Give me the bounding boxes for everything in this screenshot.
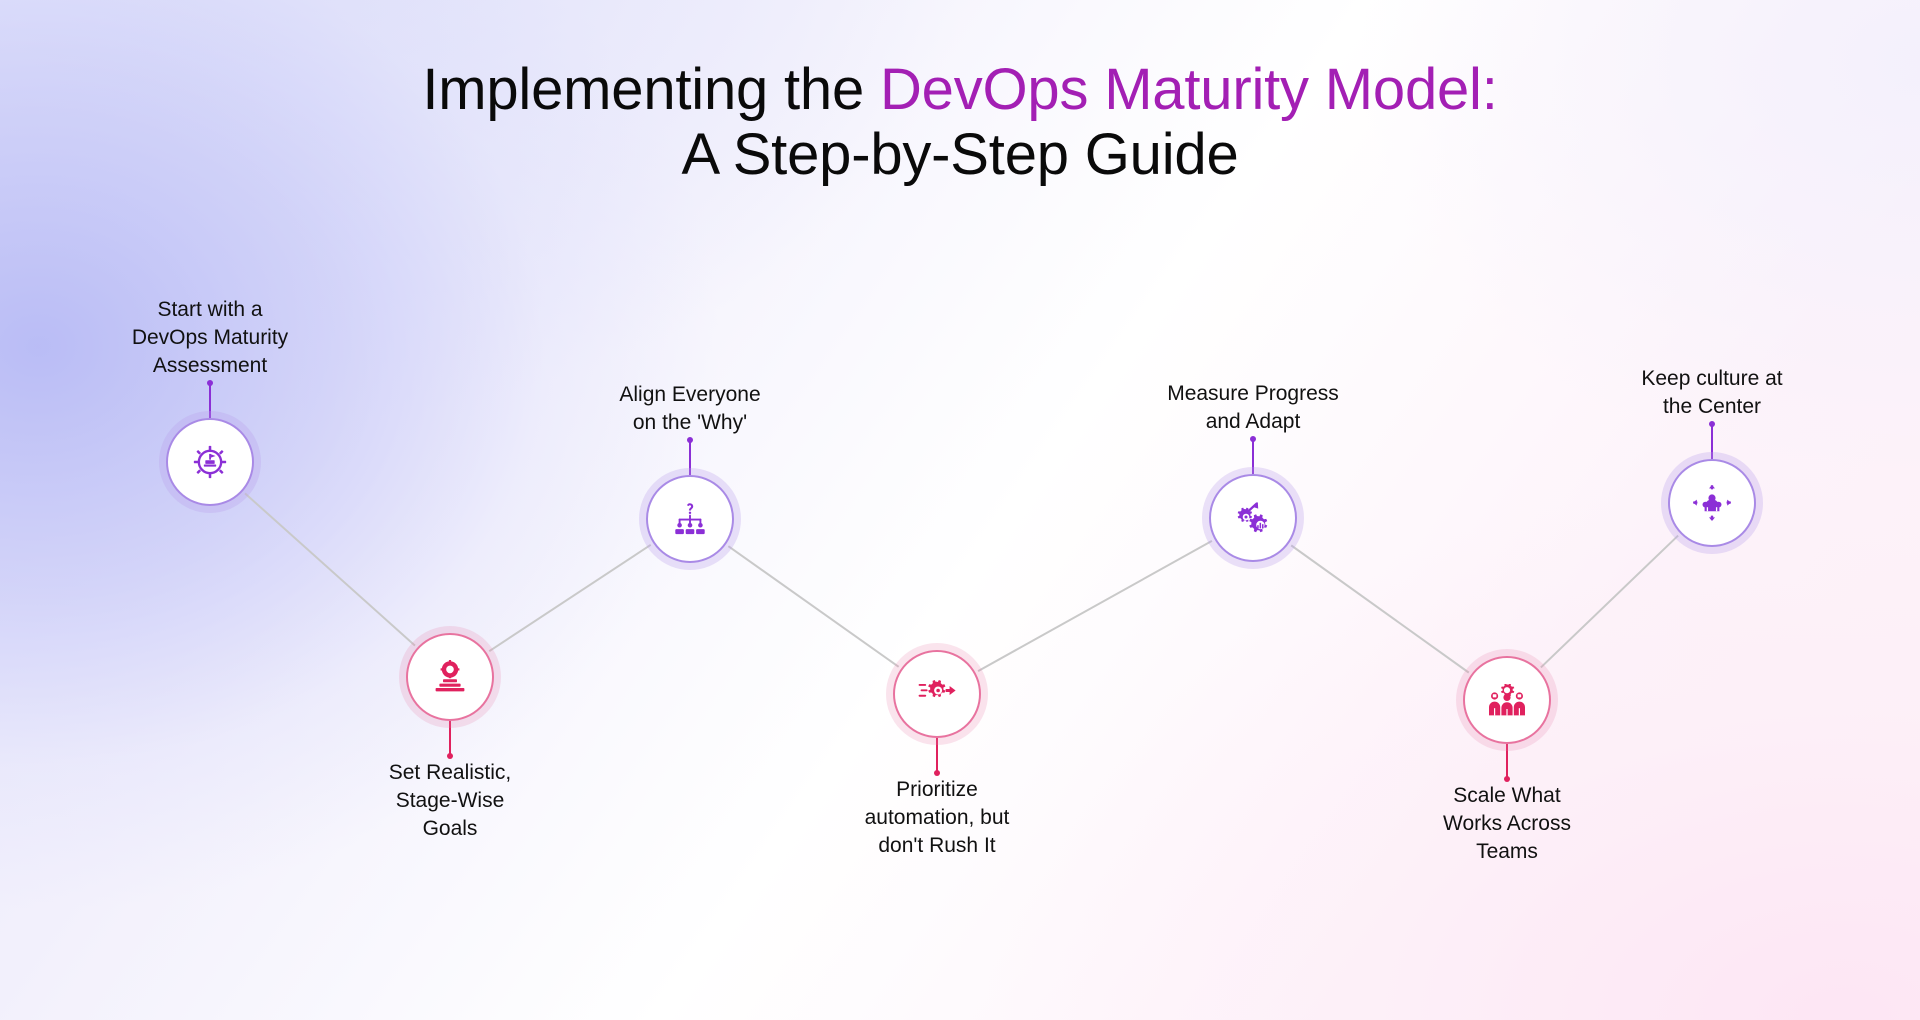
step-label-4: Prioritize automation, but don't Rush It	[864, 778, 1010, 857]
step-stem-1	[207, 380, 213, 418]
step-icon-circle-5[interactable]	[1209, 474, 1297, 562]
step-icon-circle-4[interactable]	[893, 650, 981, 738]
connector-4-5	[977, 539, 1213, 673]
step-icon-circle-6[interactable]	[1463, 656, 1551, 744]
step-stem-3	[687, 437, 693, 475]
people-center-arrows-icon	[1693, 485, 1731, 521]
step-stem-6	[1504, 744, 1510, 782]
step-stem-2	[447, 721, 453, 759]
gears-growth-arrow-icon	[1235, 501, 1271, 535]
connector-1-2	[244, 492, 416, 647]
org-chart-question-icon	[672, 502, 708, 536]
step-label-6: Scale What Works Across Teams	[1443, 784, 1571, 863]
people-gear-icon	[1488, 684, 1526, 716]
step-label-7: Keep culture at the Center	[1641, 367, 1783, 419]
step-icon-circle-7[interactable]	[1668, 459, 1756, 547]
step-icon-circle-1[interactable]	[166, 418, 254, 506]
step-stem-5	[1250, 436, 1256, 474]
target-podium-icon	[432, 660, 468, 694]
step-label-5: Measure Progress and Adapt	[1167, 382, 1339, 434]
connector-3-4	[727, 545, 900, 668]
connector-2-3	[488, 544, 652, 652]
gear-target-icon	[193, 445, 227, 479]
step-stem-7	[1709, 421, 1715, 459]
connector-6-7	[1540, 534, 1679, 669]
connector-5-6	[1290, 544, 1470, 674]
step-label-2: Set Realistic, Stage-Wise Goals	[388, 761, 512, 840]
step-icon-circle-2[interactable]	[406, 633, 494, 721]
step-icon-circle-3[interactable]	[646, 475, 734, 563]
gear-arrow-automation-icon	[918, 679, 956, 709]
step-label-1: Start with a DevOps Maturity Assessment	[131, 298, 289, 378]
step-stem-4	[934, 738, 940, 776]
step-label-3: Align Everyone on the 'Why'	[619, 383, 761, 435]
